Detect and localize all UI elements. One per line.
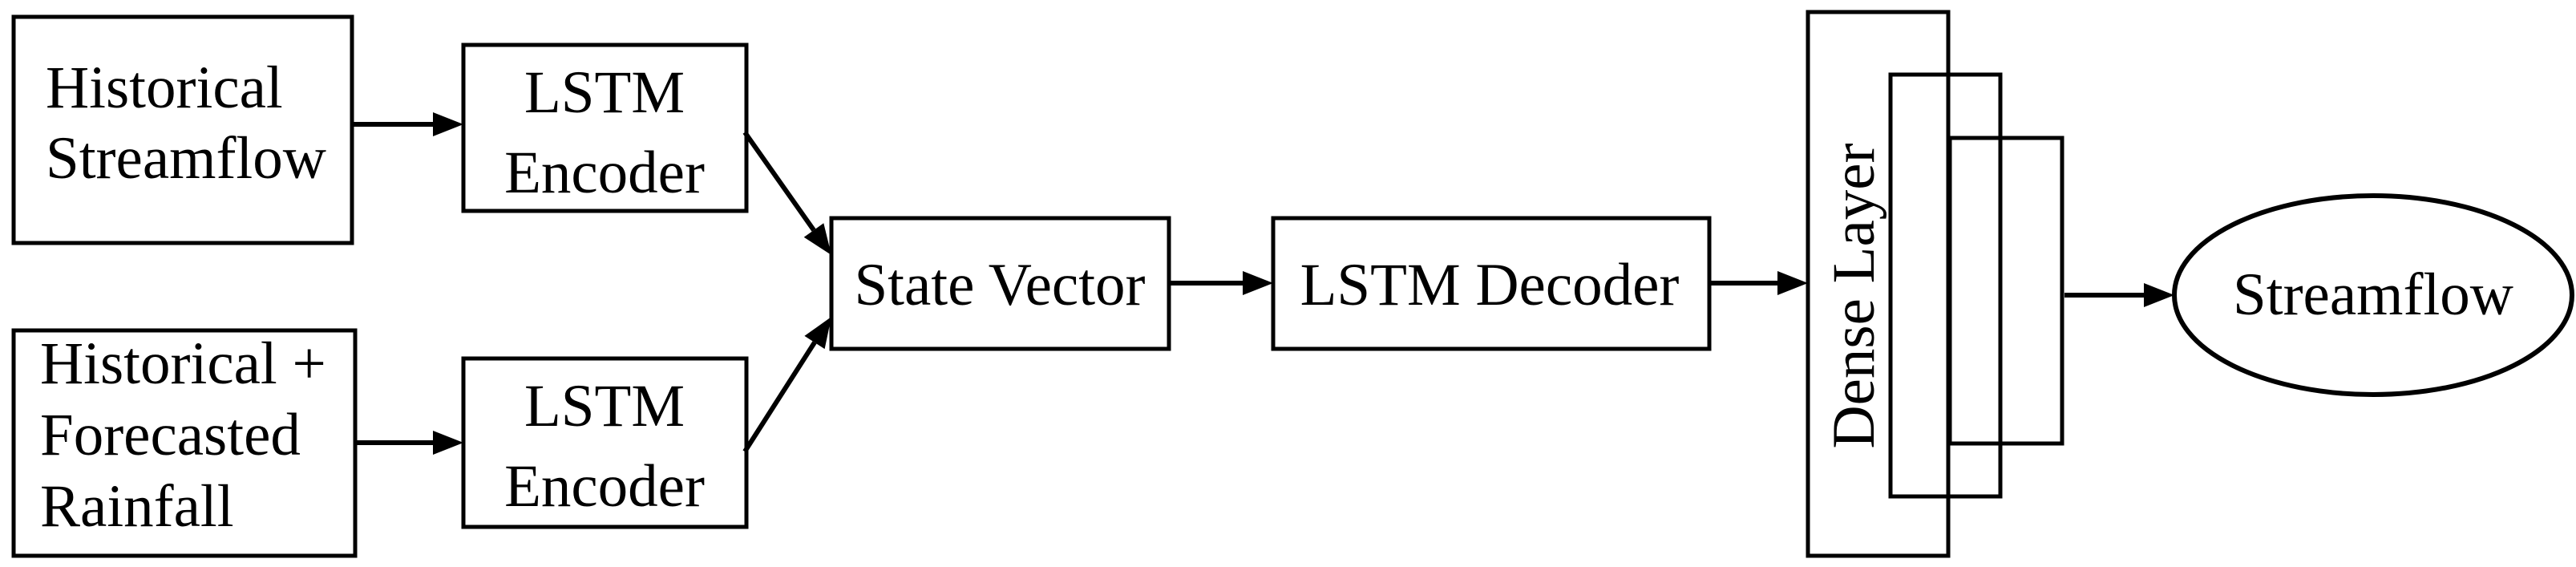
historical-forecasted-rainfall-box — [11, 328, 358, 558]
lstm-encoder-top-label-line1: LSTM — [524, 59, 685, 126]
historical-streamflow-box — [11, 14, 354, 245]
rainfall-label-line2: Forecasted — [40, 402, 301, 468]
rainfall-label-line1: Historical + — [40, 330, 326, 397]
streamflow-output-label: Streamflow — [2233, 261, 2513, 328]
arrow-encoder-bottom-to-state-line — [742, 341, 817, 453]
lstm-decoder-label: LSTM Decoder — [1300, 252, 1680, 318]
arrow-encoder-top-to-state-head — [803, 223, 831, 255]
lstm-encoder-top-box — [461, 43, 749, 213]
arrow-decoder-to-dense-head — [1777, 271, 1808, 295]
lstm-encoder-bottom-box — [461, 356, 749, 529]
arrow-encoder-top-to-state-line — [742, 131, 816, 232]
dense-layer-box-2 — [1888, 72, 2003, 499]
dense-layer-box-3 — [1947, 136, 2064, 446]
arrow-rainfall-to-encoder-head — [433, 431, 463, 455]
lstm-decoder-box — [1271, 216, 1712, 351]
arrow-streamflow-to-encoder-head — [433, 112, 463, 136]
lstm-encoder-top-label-line2: Encoder — [504, 140, 705, 206]
arrow-encoder-bottom-to-state-head — [804, 317, 831, 350]
arrow-state-to-decoder-head — [1243, 271, 1273, 295]
lstm-encoder-bottom-label-line2: Encoder — [504, 453, 705, 520]
state-vector-box — [829, 216, 1171, 351]
lstm-encoder-bottom-label-line1: LSTM — [524, 373, 685, 439]
rainfall-label-line3: Rainfall — [40, 473, 234, 540]
state-vector-label: State Vector — [854, 252, 1145, 318]
historical-streamflow-label-line2: Streamflow — [46, 125, 326, 192]
dense-layer-label: Dense Layer — [1821, 143, 1887, 448]
historical-streamflow-label-line1: Historical — [46, 55, 283, 121]
arrow-dense-to-streamflow-head — [2144, 283, 2174, 307]
